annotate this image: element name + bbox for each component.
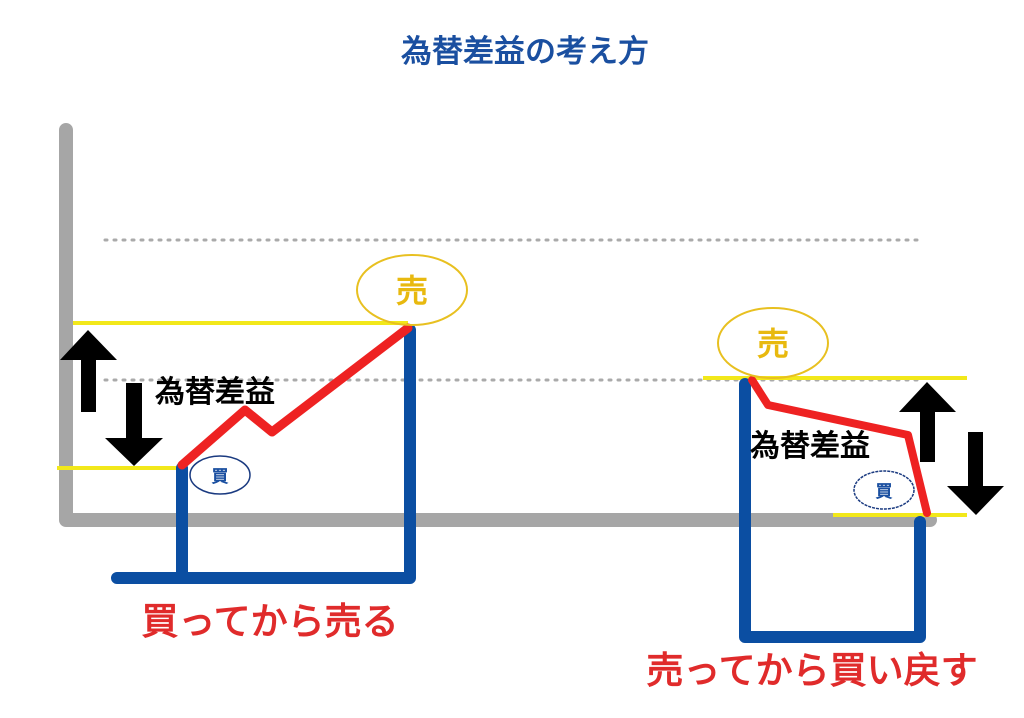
sell-marker: 売 xyxy=(396,272,428,310)
profit-label: 為替差益 xyxy=(750,429,870,464)
chart-axes xyxy=(59,123,937,527)
scenario-caption: 買ってから売る xyxy=(141,600,398,643)
buy-marker: 買 xyxy=(212,467,229,487)
profit-label: 為替差益 xyxy=(155,375,275,410)
arrow-down-icon xyxy=(105,383,163,466)
buy-marker-circle xyxy=(853,470,915,510)
sell-marker: 売 xyxy=(757,325,789,363)
arrow-down-icon xyxy=(947,432,1004,515)
position-bracket xyxy=(111,324,416,584)
price-line xyxy=(748,376,931,517)
buy-marker-circle xyxy=(189,455,251,495)
arrow-up-icon xyxy=(60,330,117,412)
arrow-up-icon xyxy=(899,382,956,462)
diagram-title: 為替差益の考え方 xyxy=(401,34,649,70)
sell-marker-circle xyxy=(717,307,829,379)
buy-then-sell-scenario: 売 買 為替差益 買ってから売る xyxy=(57,254,468,643)
buy-marker: 買 xyxy=(876,482,893,502)
sell-then-buy-back-scenario: 売 買 為替差益 売ってから買い戻す xyxy=(646,307,1004,692)
sell-marker-circle xyxy=(356,254,468,326)
price-line xyxy=(177,323,413,470)
scenario-caption: 売ってから買い戻す xyxy=(646,649,977,692)
position-bracket xyxy=(739,378,926,643)
